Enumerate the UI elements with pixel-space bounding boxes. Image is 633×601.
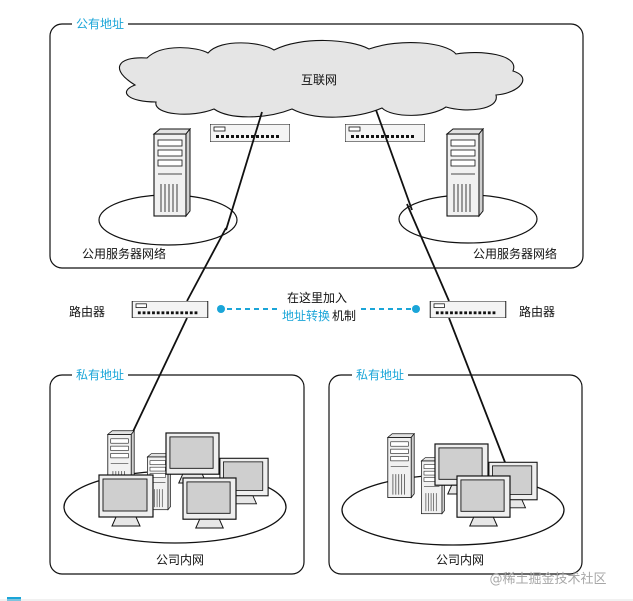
nat-dot-right (412, 305, 420, 313)
private-zone-right-title-bg (352, 367, 408, 383)
router-icon (210, 124, 290, 142)
bottom-accent-bar (7, 597, 21, 601)
public-server-network-label-right: 公用服务器网络 (473, 246, 557, 261)
cloud-icon (118, 39, 524, 118)
link-public-router-right (406, 203, 450, 302)
private-zone-right-frame (328, 374, 583, 575)
public-zone-frame (49, 23, 584, 269)
company-network-label-left: 公司内网 (156, 553, 204, 567)
private-zone-left-title-bg (72, 367, 128, 383)
nat-dot-left (217, 305, 225, 313)
cloud-label: 互联网 (301, 73, 337, 87)
server-icon (446, 128, 484, 217)
public-zone-title-bg (72, 16, 128, 32)
private-zone-left-title: 私有地址 (76, 368, 124, 382)
link-internet-right (375, 109, 413, 211)
router-label-left: 路由器 (69, 304, 105, 319)
router-label-right: 路由器 (519, 304, 555, 319)
nat-note-rest: 机制 (332, 309, 356, 323)
server-icon (387, 433, 415, 498)
link-router-private-left (128, 317, 188, 441)
private-zone-right-title: 私有地址 (356, 368, 404, 382)
public-zone-title: 公有地址 (76, 17, 124, 31)
nat-note-line1: 在这里加入 (287, 290, 347, 305)
watermark: @稀土掘金技术社区 (489, 571, 606, 587)
company-network-label-right: 公司内网 (436, 553, 484, 567)
server-icon (153, 128, 191, 217)
link-router-private-right (448, 317, 509, 471)
link-public-router-left (186, 227, 227, 302)
router-icon (131, 301, 209, 318)
public-server-network-label-left: 公用服务器网络 (82, 246, 166, 261)
router-icon (429, 301, 507, 318)
link-internet-left (225, 111, 263, 231)
private-zone-left-frame (49, 374, 305, 575)
nat-note-accent: 地址转换 (282, 308, 330, 323)
